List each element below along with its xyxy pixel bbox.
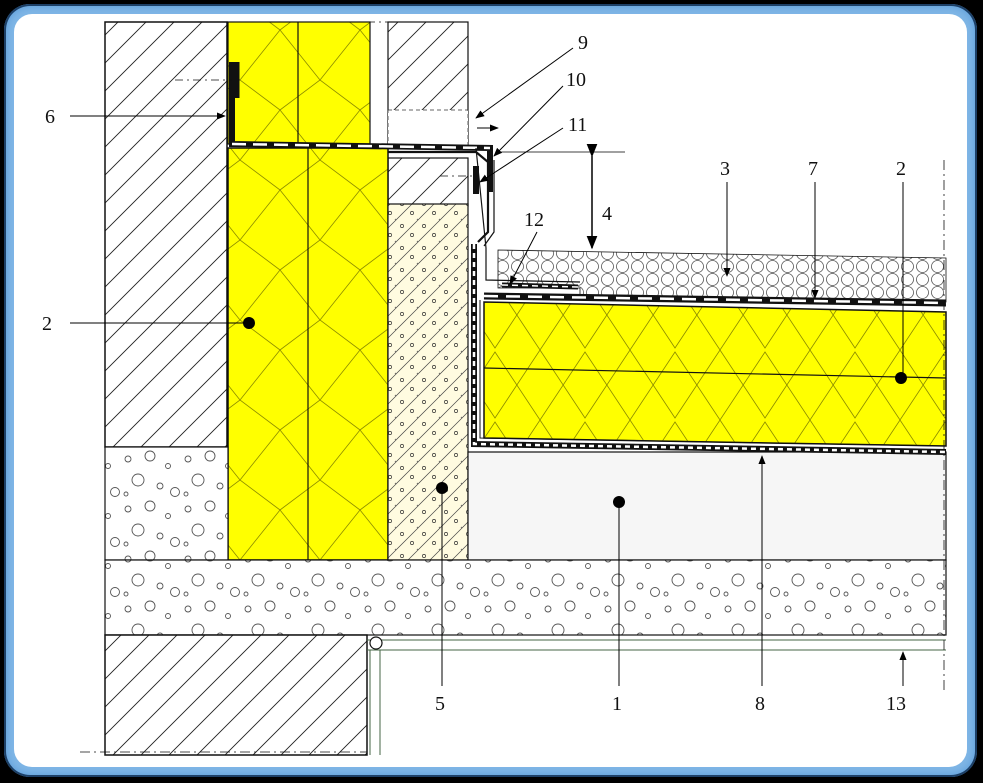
roof-parapet-detail-drawing: 6 2 9 10 11 12 4 3 7 2 5 1 8 13 — [42, 21, 947, 756]
left-brick-wall — [104, 21, 228, 448]
callout-1: 1 — [612, 693, 622, 715]
callout-5: 5 — [435, 693, 445, 715]
callout-11: 11 — [568, 114, 587, 136]
callout-10: 10 — [566, 69, 586, 91]
concrete-floor-band-wide — [104, 559, 947, 636]
leader-lines — [70, 47, 907, 686]
joint-marker — [369, 636, 383, 650]
fixing-bracket-right — [473, 166, 479, 194]
callout-2-right: 2 — [896, 158, 906, 180]
callout-12: 12 — [524, 209, 544, 231]
lightweight-concrete-block — [387, 203, 469, 561]
callout-7: 7 — [808, 158, 818, 180]
callout-2-left: 2 — [42, 313, 52, 335]
callout-4: 4 — [602, 203, 612, 225]
fixing-bracket-left — [229, 62, 237, 98]
load-bearing-slab — [467, 451, 947, 561]
callout-3: 3 — [720, 158, 730, 180]
marker-dot-2-left — [243, 317, 255, 329]
ceiling-plaster-line — [367, 639, 946, 755]
marker-dot-2-right — [895, 372, 907, 384]
roof-insulation — [483, 301, 947, 447]
parapet-lower-masonry — [387, 157, 469, 207]
drawing-canvas: 6 2 9 10 11 12 4 3 7 2 5 1 8 13 — [14, 14, 967, 767]
marker-dot-1 — [613, 496, 625, 508]
callout-6: 6 — [45, 106, 55, 128]
callout-13: 13 — [886, 693, 906, 715]
callout-9: 9 — [578, 32, 588, 54]
wall-insulation-upper — [227, 21, 371, 145]
marker-dot-5 — [436, 482, 448, 494]
parapet-top-dashed-zone — [387, 109, 469, 148]
lower-brick-wall — [104, 634, 368, 756]
callout-8: 8 — [755, 693, 765, 715]
concrete-floor-band — [104, 446, 229, 561]
